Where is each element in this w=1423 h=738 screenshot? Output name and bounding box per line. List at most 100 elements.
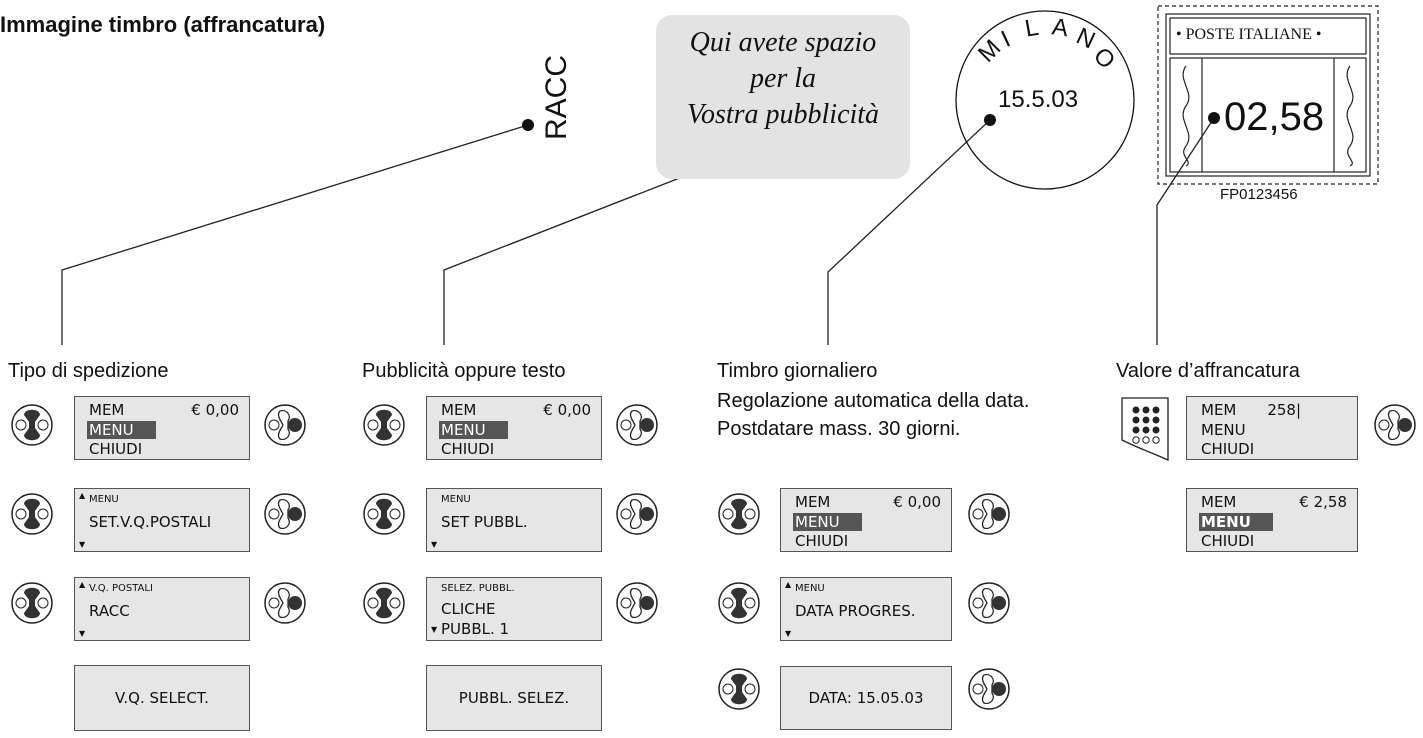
ad-line: Qui avete spazio	[689, 27, 877, 58]
postmark-circle	[955, 10, 1135, 190]
enter-key-icon[interactable]	[968, 493, 1010, 535]
select-key-icon[interactable]	[718, 493, 760, 535]
enter-key-icon[interactable]	[968, 582, 1010, 624]
scroll-up-icon: ▲	[79, 491, 86, 500]
note-date-auto: Regolazione automatica della data.	[717, 390, 1030, 412]
enter-key-icon[interactable]	[616, 582, 658, 624]
caption-shipment-type: Tipo di spedizione	[8, 360, 169, 382]
enter-key-icon[interactable]	[264, 404, 306, 446]
lcd-main: CLICHE	[441, 600, 496, 618]
lcd-row: CHIUDI	[795, 532, 849, 550]
lcd-screen: V.Q. SELECT.	[74, 665, 250, 731]
lcd-screen: MEM € 0,00 MENU CHIUDI	[426, 396, 602, 460]
select-key-icon[interactable]	[11, 493, 53, 535]
lcd-third: PUBBL. 1	[441, 620, 510, 638]
note-postdate: Postdatare mass. 30 giorni.	[717, 418, 961, 440]
select-key-icon[interactable]	[363, 582, 405, 624]
lcd-value: € 2,58	[1299, 493, 1347, 511]
lcd-confirm: V.Q. SELECT.	[115, 689, 209, 707]
postmark-date: 15.5.03	[998, 86, 1079, 113]
lcd-value: € 0,00	[543, 401, 591, 419]
select-key-icon[interactable]	[363, 493, 405, 535]
lcd-row-selected: MENU	[87, 421, 156, 439]
lcd-value: € 0,00	[191, 401, 239, 419]
enter-key-icon[interactable]	[616, 404, 658, 446]
lcd-row: CHIUDI	[441, 440, 495, 458]
lcd-confirm: PUBBL. SELEZ.	[458, 689, 570, 707]
city-letter: A	[1050, 13, 1070, 42]
lcd-screen: MENU SET PUBBL. ▼	[426, 488, 602, 552]
racc-label: RACC	[540, 54, 573, 140]
ad-line: Vostra pubblicità	[686, 99, 880, 130]
postage-stamp	[1157, 5, 1379, 185]
lcd-screen: PUBBL. SELEZ.	[426, 665, 602, 731]
caption-postage-value: Valore d’affrancatura	[1116, 360, 1300, 382]
postage-value: 02,58	[1224, 95, 1325, 139]
enter-key-icon[interactable]	[264, 582, 306, 624]
lcd-main: DATA PROGRES.	[795, 602, 916, 620]
lcd-value-input: 258|	[1267, 401, 1301, 419]
select-key-icon[interactable]	[718, 668, 760, 710]
city-letter: L	[1023, 14, 1041, 43]
city-letters: M I L A N O	[973, 13, 1120, 74]
select-key-icon[interactable]	[11, 404, 53, 446]
leader-lines	[61, 117, 1215, 345]
scroll-down-icon: ▼	[785, 629, 792, 638]
lcd-row: CHIUDI	[1201, 440, 1255, 458]
lcd-header: MENU	[441, 494, 471, 505]
advertising-area: Qui avete spazio per la Vostra pubblicit…	[656, 15, 910, 179]
scroll-up-icon: ▲	[785, 580, 792, 589]
scroll-up-icon: ▲	[79, 580, 86, 589]
select-key-icon[interactable]	[363, 404, 405, 446]
scroll-down-icon: ▼	[79, 629, 86, 638]
lcd-row: MEM	[1201, 401, 1237, 419]
city-letter: O	[1088, 42, 1120, 74]
lcd-row-selected: MENU	[439, 421, 508, 439]
lcd-value: € 0,00	[893, 493, 941, 511]
lcd-row: MEM	[795, 493, 831, 511]
caption-advertising: Pubblicità oppure testo	[362, 360, 566, 382]
select-key-icon[interactable]	[11, 582, 53, 624]
lcd-screen: ▲ V.Q. POSTALI RACC ▼	[74, 577, 250, 641]
lcd-row: MEM	[1201, 493, 1237, 511]
lcd-header: MENU	[795, 583, 825, 594]
enter-key-icon[interactable]	[968, 668, 1010, 710]
scroll-down-icon: ▼	[431, 540, 438, 549]
lcd-main: SET.V.Q.POSTALI	[89, 513, 212, 531]
scroll-down-icon: ▼	[79, 540, 86, 549]
enter-key-icon[interactable]	[1374, 404, 1416, 446]
lcd-main: RACC	[89, 602, 130, 620]
lcd-confirm: DATA: 15.05.03	[808, 689, 924, 707]
caption-daily-stamp: Timbro giornaliero	[717, 360, 878, 382]
lcd-screen: ▲ MENU SET.V.Q.POSTALI ▼	[74, 488, 250, 552]
column-4-buttons	[1121, 397, 1416, 462]
lcd-screen: ▲ MENU DATA PROGRES. ▼	[780, 577, 952, 641]
poste-italiane-label: • POSTE ITALIANE •	[1176, 26, 1322, 43]
lcd-header: V.Q. POSTALI	[89, 583, 153, 594]
lcd-row-selected: MENU	[1199, 513, 1273, 531]
lcd-row: CHIUDI	[1201, 532, 1255, 550]
lcd-row: MENU	[1201, 421, 1246, 439]
lcd-screen: MEM € 0,00 MENU CHIUDI	[74, 396, 250, 460]
page-title: Immagine timbro (affrancatura)	[0, 12, 326, 37]
lcd-row: CHIUDI	[89, 440, 143, 458]
lcd-screen: SELEZ. PUBBL. CLICHE ▼ PUBBL. 1	[426, 577, 602, 641]
lcd-header: MENU	[89, 494, 119, 505]
scroll-down-icon: ▼	[431, 625, 438, 634]
select-key-icon[interactable]	[718, 582, 760, 624]
lcd-main: SET PUBBL.	[441, 513, 528, 531]
city-letter: N	[1072, 23, 1099, 55]
lcd-row-selected: MENU	[793, 513, 862, 531]
lcd-screen: DATA: 15.05.03	[780, 666, 952, 730]
ad-line: per la	[749, 63, 817, 94]
lcd-header: SELEZ. PUBBL.	[441, 583, 515, 594]
enter-key-icon[interactable]	[616, 493, 658, 535]
enter-key-icon[interactable]	[264, 493, 306, 535]
lcd-row: MEM	[89, 401, 125, 419]
lcd-row: MEM	[441, 401, 477, 419]
meter-serial: FP0123456	[1220, 186, 1298, 203]
lcd-screen: MEM € 2,58 MENU CHIUDI	[1186, 488, 1358, 552]
lcd-screen: MEM € 0,00 MENU CHIUDI	[780, 488, 952, 552]
keypad-icon[interactable]	[1121, 397, 1169, 462]
